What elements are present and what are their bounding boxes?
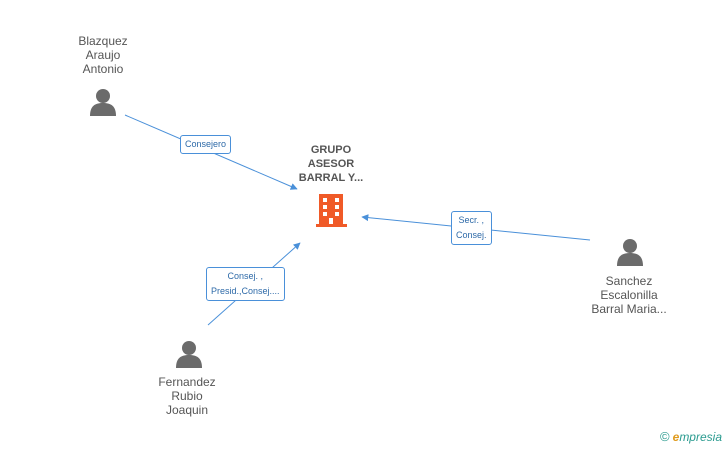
building-icon[interactable] bbox=[316, 194, 347, 227]
edge-label-blazquez[interactable]: Consejero bbox=[180, 135, 232, 154]
person-name-blazquez[interactable]: Blazquez Araujo Antonio bbox=[78, 34, 128, 76]
person-icon[interactable] bbox=[617, 239, 643, 266]
brand-name: mpresia bbox=[679, 430, 722, 444]
edge-label-sanchez[interactable]: Secr. , Consej. bbox=[451, 211, 492, 245]
company-name[interactable]: GRUPO ASESOR BARRAL Y... bbox=[298, 144, 364, 184]
person-name-sanchez[interactable]: Sanchez Escalonilla Barral Maria... bbox=[591, 274, 667, 316]
brand-initial: e bbox=[672, 430, 680, 444]
edge-label-fernandez[interactable]: Consej. , Presid.,Consej.... bbox=[206, 267, 285, 301]
empresia-logo: ©empresia bbox=[660, 429, 722, 444]
copyright-icon: © bbox=[660, 429, 670, 444]
person-icon[interactable] bbox=[90, 89, 116, 116]
person-icon[interactable] bbox=[176, 341, 202, 368]
person-name-fernandez[interactable]: Fernandez Rubio Joaquin bbox=[158, 375, 216, 417]
